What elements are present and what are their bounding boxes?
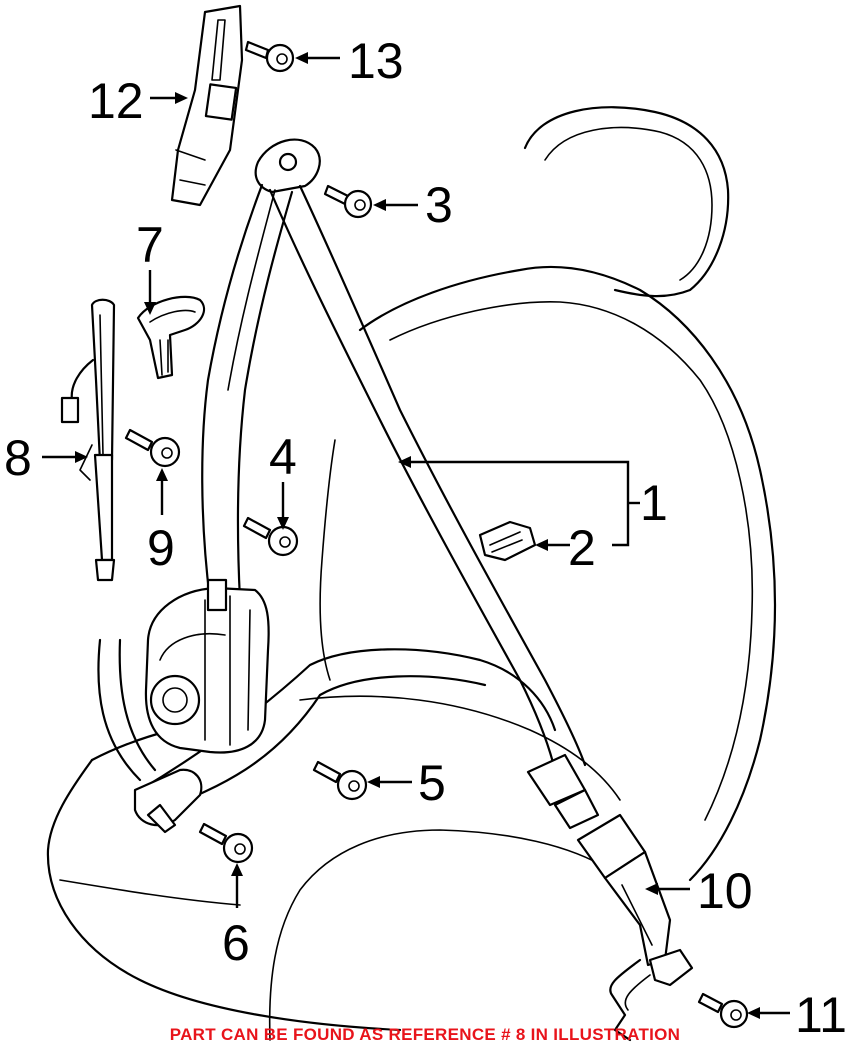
- callout-2: 2: [568, 520, 596, 576]
- part-10-buckle: [576, 813, 694, 1042]
- seat-belt-webbing: [97, 138, 600, 834]
- callout-10: 10: [697, 863, 753, 919]
- seat-outline: [46, 106, 777, 1041]
- retractor-assembly: [144, 578, 270, 754]
- reference-note: PART CAN BE FOUND AS REFERENCE # 8 IN IL…: [169, 1025, 681, 1044]
- bolt-11: [697, 992, 749, 1029]
- callout-11: 11: [795, 987, 847, 1043]
- callout-4: 4: [269, 429, 297, 485]
- part-2-guide: [478, 520, 537, 562]
- part-7-clip: [136, 295, 206, 380]
- callout-3: 3: [425, 177, 453, 233]
- bolt-3: [323, 184, 373, 219]
- callout-1: 1: [640, 475, 668, 531]
- callout-13: 13: [348, 33, 404, 89]
- leader-lines: [42, 52, 790, 1019]
- callout-9: 9: [147, 520, 175, 576]
- callout-5: 5: [418, 755, 446, 811]
- callout-12: 12: [88, 73, 144, 129]
- part-12-height-adjuster: [170, 4, 244, 207]
- bolt-6: [198, 822, 254, 864]
- part-8-pretensioner: [60, 298, 116, 582]
- bolt-4: [242, 516, 299, 557]
- bolt-9: [124, 428, 181, 468]
- callout-8: 8: [4, 430, 32, 486]
- callout-7: 7: [136, 217, 164, 273]
- bolt-5: [312, 760, 368, 801]
- callout-6: 6: [222, 915, 250, 971]
- bolt-13: [244, 40, 295, 73]
